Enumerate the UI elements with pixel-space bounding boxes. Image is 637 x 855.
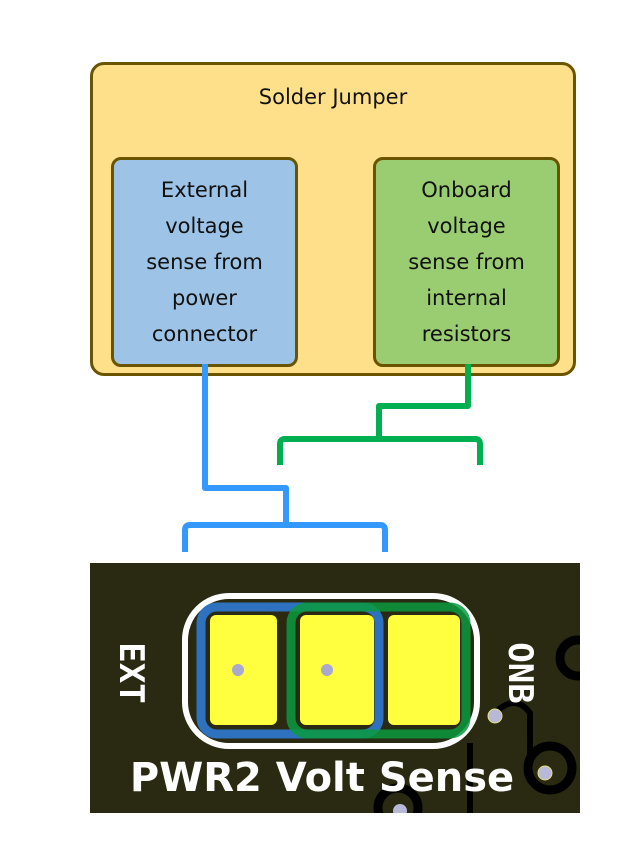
ext-line: External <box>160 178 249 202</box>
onb-label: ONB <box>500 642 540 703</box>
ext-line: connector <box>151 322 258 346</box>
via <box>487 708 503 724</box>
ext-line: sense from <box>146 250 263 274</box>
via <box>393 804 407 813</box>
pcb-footprint: EXT ONB PWR2 Volt Sense <box>90 563 580 813</box>
ext-label: EXT <box>111 642 151 703</box>
ext-wire <box>202 364 289 524</box>
onb-line: resistors <box>421 322 512 346</box>
onb-bracket <box>277 436 483 465</box>
onb-line: internal <box>426 286 507 310</box>
ext-line: voltage <box>165 214 244 238</box>
connector-wires <box>182 364 483 552</box>
ext-highlight <box>196 602 384 739</box>
onb-line: voltage <box>427 214 506 238</box>
ext-bracket <box>182 522 388 552</box>
pad-dot <box>321 664 333 676</box>
via <box>537 765 553 781</box>
pcb-traces <box>373 635 580 813</box>
pad-dot <box>232 664 244 676</box>
onb-highlight <box>286 602 471 739</box>
onb-wire <box>376 364 471 438</box>
group-title: Solder Jumper <box>258 85 408 109</box>
pad-onb <box>388 615 460 725</box>
jumper-outline <box>182 593 480 749</box>
ext-line: power <box>172 286 237 310</box>
pad-common <box>300 615 374 725</box>
onb-line: sense from <box>408 250 525 274</box>
silkscreen-label: PWR2 Volt Sense <box>130 755 514 801</box>
onb-line: Onboard <box>421 178 512 202</box>
